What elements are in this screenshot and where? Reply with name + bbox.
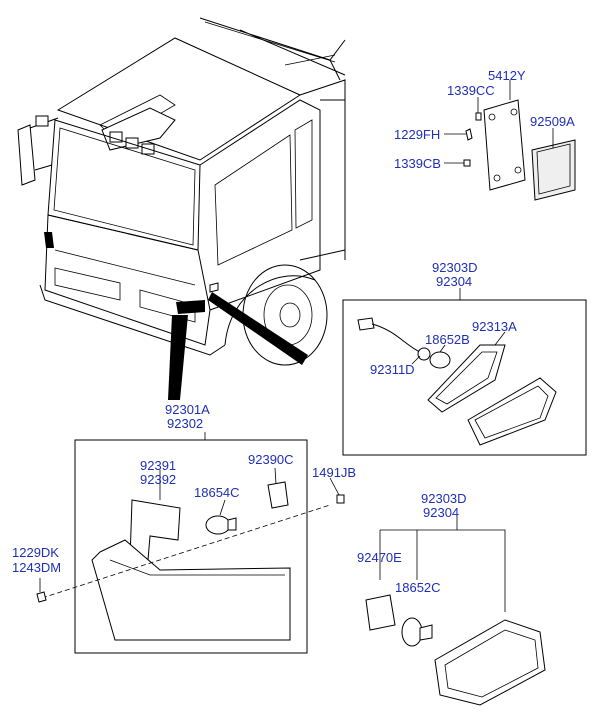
part-label-1491JB[interactable]: 1491JB	[312, 465, 356, 480]
part-label-92302[interactable]: 92302	[167, 416, 203, 431]
part-label-92509A[interactable]: 92509A	[530, 114, 575, 129]
front-turn-lamp-box	[36, 432, 345, 654]
part-label-92390C[interactable]: 92390C	[248, 452, 294, 467]
part-label-92304-top[interactable]: 92304	[436, 274, 472, 289]
part-label-92304-bottom[interactable]: 92304	[423, 505, 459, 520]
part-label-18652C[interactable]: 18652C	[395, 580, 441, 595]
part-label-92391[interactable]: 92391	[140, 458, 176, 473]
part-label-5412Y[interactable]: 5412Y	[488, 68, 526, 83]
part-label-92392[interactable]: 92392	[140, 472, 176, 487]
part-label-18654C[interactable]: 18654C	[194, 485, 240, 500]
part-label-18652B[interactable]: 18652B	[425, 332, 470, 347]
license-plate-lamp-group	[444, 80, 576, 201]
part-label-92301A[interactable]: 92301A	[165, 402, 210, 417]
side-lamp-group-bottom	[365, 517, 546, 706]
part-label-92470E[interactable]: 92470E	[357, 550, 402, 565]
side-marker-box-top	[342, 288, 587, 456]
part-label-1229FH[interactable]: 1229FH	[394, 127, 440, 142]
part-label-1339CB[interactable]: 1339CB	[394, 156, 441, 171]
part-label-92313A[interactable]: 92313A	[472, 319, 517, 334]
part-label-92311D[interactable]: 92311D	[370, 362, 415, 377]
part-label-92303D-bottom[interactable]: 92303D	[421, 491, 467, 506]
part-label-1243DM[interactable]: 1243DM	[12, 560, 61, 575]
truck-cab-illustration	[17, 17, 346, 400]
part-label-1339CC[interactable]: 1339CC	[447, 83, 495, 98]
part-labels: 5412Y 1339CC 92509A 1229FH 1339CB 92303D…	[12, 68, 575, 595]
part-label-92303D-top[interactable]: 92303D	[432, 260, 478, 275]
part-label-1229DK[interactable]: 1229DK	[12, 545, 59, 560]
